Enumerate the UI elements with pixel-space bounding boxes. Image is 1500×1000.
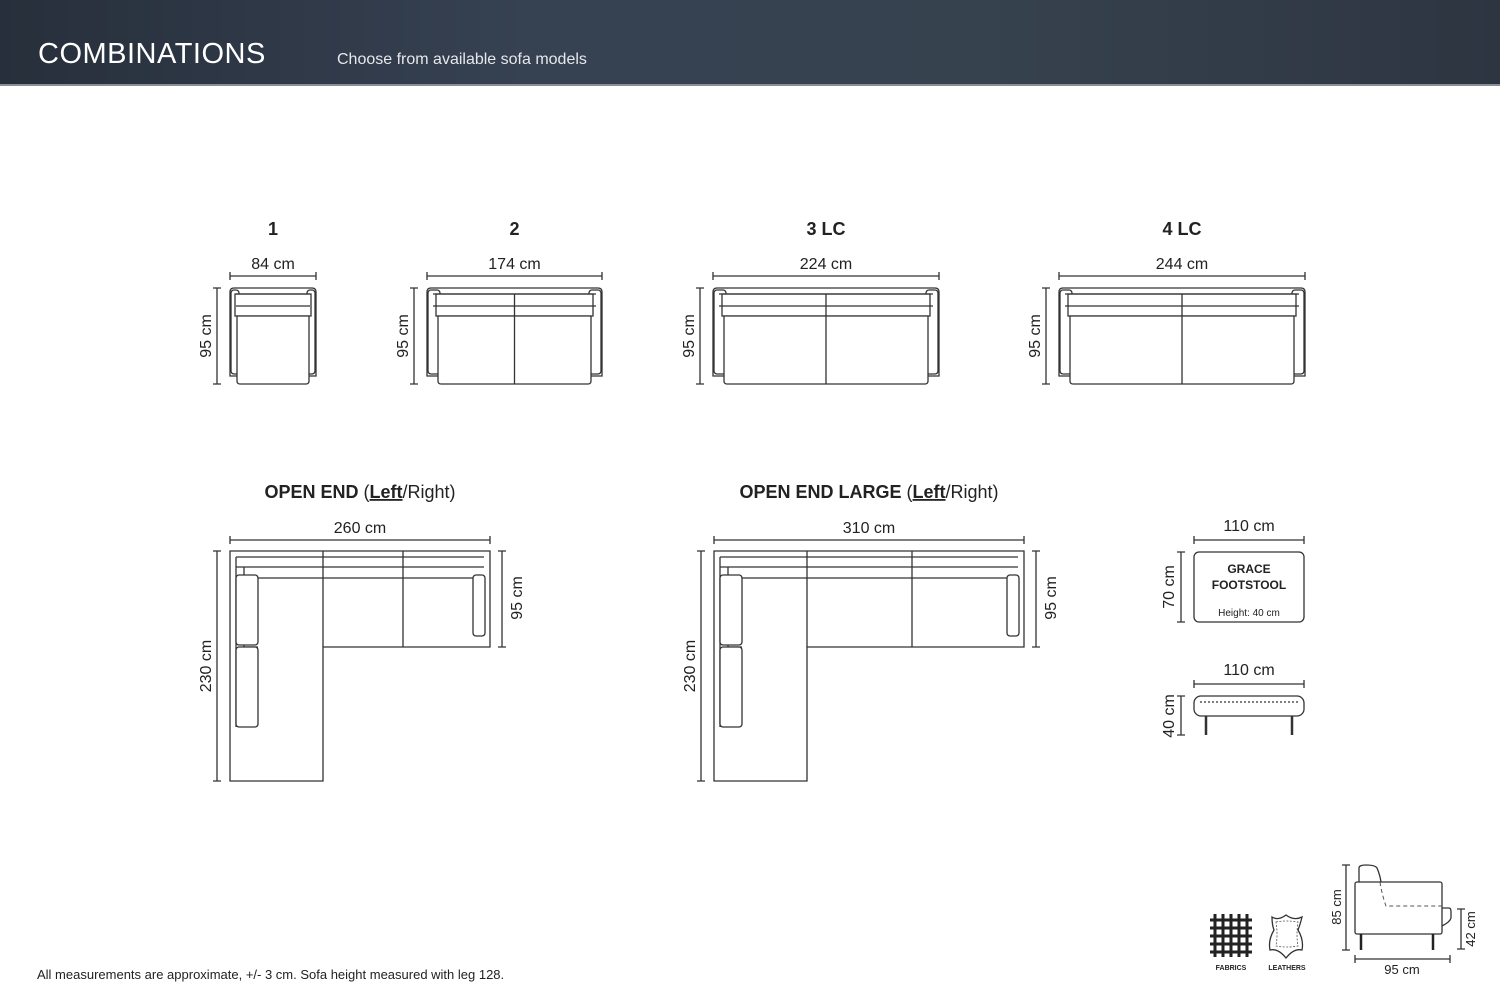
profile-height-label: 85 cm — [1329, 889, 1344, 924]
open-end-large-model[interactable]: OPEN END LARGE (Left/Right) 310 cm 230 c… — [682, 482, 1060, 782]
footstool-top-view[interactable]: GRACE FOOTSTOOL Height: 40 cm 110 cm 70 … — [1161, 518, 1305, 623]
open-end-dimensions: 260 cm 230 cm 95 cm — [198, 520, 526, 782]
sofa-side-profile: 85 cm 42 cm 95 cm — [1329, 864, 1478, 977]
leathers-label: LEATHERS — [1268, 965, 1306, 972]
model-width-label: 84 cm — [251, 256, 295, 273]
model-3lc[interactable]: 3 LC 224 cm 95 cm — [681, 219, 940, 385]
open-end-large-drawing — [713, 550, 1025, 782]
model-2[interactable]: 2 174 cm 95 cm — [395, 219, 603, 385]
open-end-large-dimensions: 310 cm 230 cm 95 cm — [682, 520, 1060, 782]
fabrics-icon — [1210, 914, 1252, 957]
model-width-label: 174 cm — [488, 256, 540, 273]
footstool-side-view[interactable]: 110 cm 40 cm — [1161, 662, 1305, 738]
model-width-label: 244 cm — [1156, 256, 1208, 273]
page-subtitle: Choose from available sofa models — [337, 51, 587, 68]
open-end-drawing — [229, 550, 491, 782]
footstool-height-note: Height: 40 cm — [1218, 608, 1280, 619]
footstool-name-line1: GRACE — [1227, 562, 1270, 576]
model-depth-label: 95 cm — [681, 314, 698, 358]
model-label: 2 — [509, 219, 519, 239]
page-header: COMBINATIONS Choose from available sofa … — [0, 0, 1500, 86]
profile-depth-label: 95 cm — [1384, 962, 1419, 977]
footer-note: All measurements are approximate, +/- 3 … — [37, 967, 505, 982]
model-4lc[interactable]: 4 LC 244 cm 95 cm — [1027, 219, 1306, 385]
model-label: 3 LC — [806, 219, 845, 239]
model-1[interactable]: 1 84 cm 95 cm — [198, 219, 317, 385]
footstool-side-width-label: 110 cm — [1223, 662, 1274, 679]
open-end-large-depth-label: 95 cm — [1043, 576, 1060, 620]
open-end-large-width-label: 310 cm — [843, 520, 895, 537]
open-end-length-label: 230 cm — [198, 640, 215, 692]
model-label: 1 — [268, 219, 278, 239]
footstool-top-depth-label: 70 cm — [1161, 565, 1178, 609]
open-end-model[interactable]: OPEN END (Left/Right) 260 cm 230 cm 95 c… — [198, 482, 526, 782]
open-end-large-length-label: 230 cm — [682, 640, 699, 692]
fabrics-label: FABRICS — [1216, 965, 1247, 972]
model-depth-label: 95 cm — [1027, 314, 1044, 358]
profile-seat-height-label: 42 cm — [1463, 911, 1478, 946]
open-end-width-label: 260 cm — [334, 520, 386, 537]
model-width-label: 224 cm — [800, 256, 852, 273]
footstool-name-line2: FOOTSTOOL — [1212, 578, 1286, 592]
footstool-side-height-label: 40 cm — [1161, 694, 1178, 738]
open-end-large-title: OPEN END LARGE (Left/Right) — [739, 482, 998, 502]
model-depth-label: 95 cm — [198, 314, 215, 358]
model-depth-label: 95 cm — [395, 314, 412, 358]
leathers-icon — [1268, 914, 1304, 960]
page-title: COMBINATIONS — [38, 38, 266, 70]
footstool-top-width-label: 110 cm — [1223, 518, 1274, 535]
open-end-title: OPEN END (Left/Right) — [264, 482, 455, 502]
open-end-depth-label: 95 cm — [509, 576, 526, 620]
model-label: 4 LC — [1162, 219, 1201, 239]
